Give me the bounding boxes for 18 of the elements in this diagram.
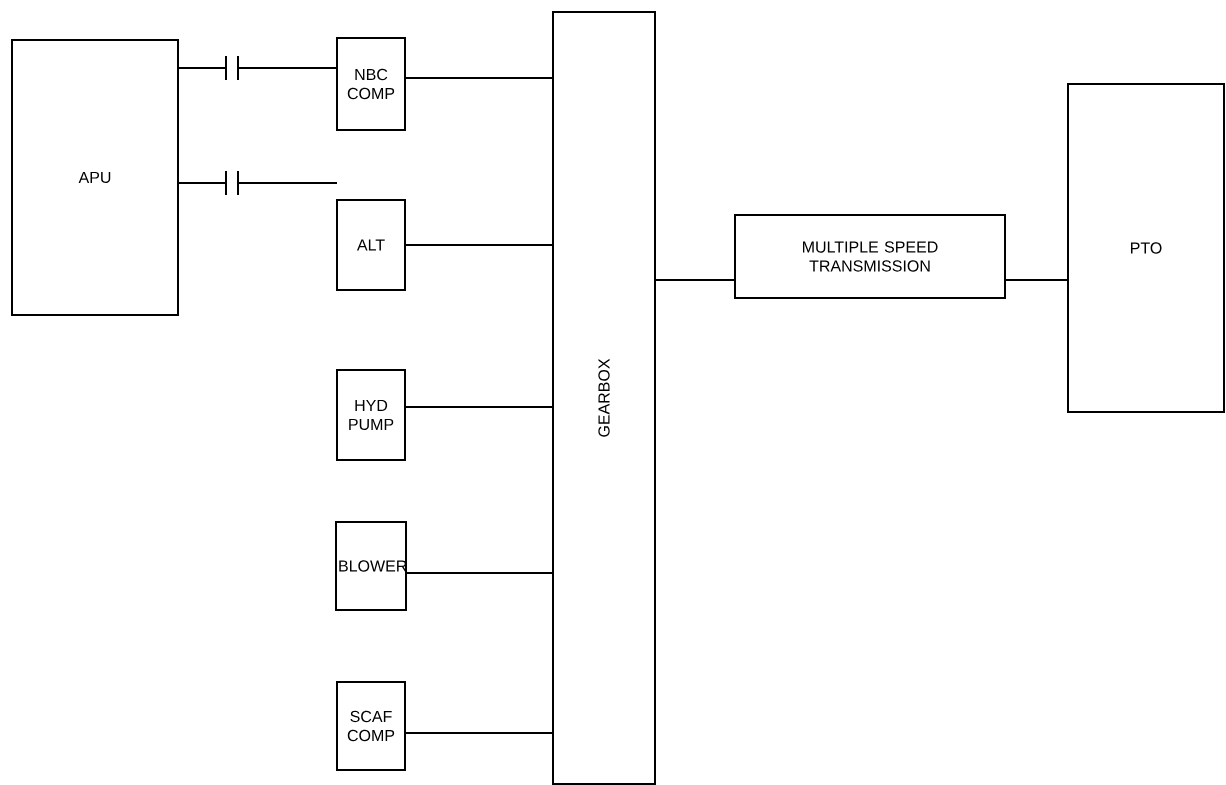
connector-line [654, 279, 736, 281]
component-box: SCAF COMP [336, 681, 406, 771]
connector-line [177, 182, 338, 184]
connector-line [404, 244, 554, 246]
component-box: NBC COMP [336, 37, 406, 131]
component-box: BLOWER [335, 521, 407, 611]
component-box: ALT [336, 199, 406, 291]
connector-line [404, 406, 554, 408]
connector-line [404, 572, 554, 574]
connector-line [404, 77, 554, 79]
unit-box: APU [11, 39, 179, 316]
unit-box: PTO [1067, 83, 1225, 413]
component-box: MULTIPLE SPEED TRANSMISSION [734, 214, 1006, 299]
component-box: HYD PUMP [336, 369, 406, 461]
gearbox-bar: GEARBOX [552, 11, 656, 785]
connector-line [404, 732, 554, 734]
connector-line [177, 67, 338, 69]
connector-line [1004, 279, 1069, 281]
